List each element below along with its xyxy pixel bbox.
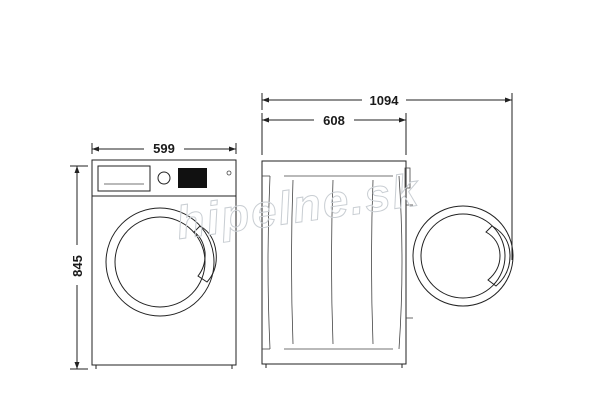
front-view: [91, 159, 237, 369]
open-door: [412, 205, 514, 307]
side-view: [261, 160, 413, 368]
open-door-inner: [420, 213, 506, 299]
detergent-drawer: [97, 165, 151, 192]
front-body: [91, 159, 237, 366]
depth-door-open-label: 1094: [370, 93, 400, 108]
height-label: 845: [70, 255, 85, 277]
power-button: [226, 170, 232, 176]
height-dimension: 845: [68, 165, 88, 370]
depth-dimension: 608: [261, 112, 407, 155]
front-door-handle: [193, 225, 217, 283]
control-display: [178, 168, 207, 188]
open-door-handle: [485, 225, 511, 287]
program-knob: [157, 171, 171, 185]
front-door-outer: [105, 207, 215, 317]
width-dimension: 599: [91, 140, 237, 156]
front-door-inner: [114, 216, 206, 308]
depth-label: 608: [323, 113, 345, 128]
width-label: 599: [153, 141, 175, 156]
open-door-outer: [412, 205, 514, 307]
depth-door-open-dimension: 1094: [261, 92, 513, 260]
side-body: [261, 160, 407, 365]
